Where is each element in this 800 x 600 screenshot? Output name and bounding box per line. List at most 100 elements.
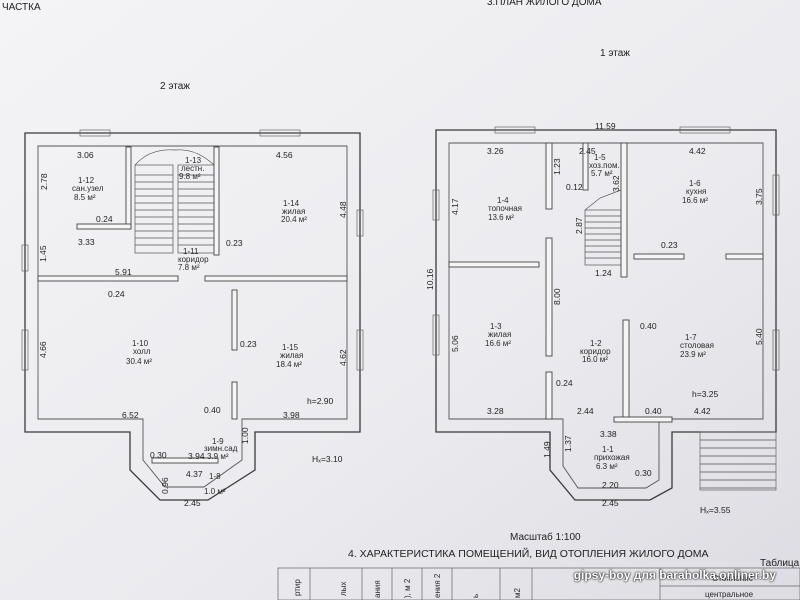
f1-dim: 3.75 [754, 188, 764, 205]
f2-partition [125, 146, 132, 230]
f1-dim: 8.00 [552, 288, 562, 305]
f1-staircase [584, 189, 622, 266]
room-1-12-area: 8.5 м² [74, 193, 96, 202]
table-label: Таблица [760, 557, 800, 569]
f1-window [432, 314, 440, 356]
room-1-10-id: 1-10 [132, 339, 149, 348]
f1-dim: 1.37 [563, 435, 573, 452]
section4-title: 4. ХАРАКТЕРИСТИКА ПОМЕЩЕНИЙ, ВИД ОТОПЛЕН… [348, 547, 709, 560]
f2-dim: 2.78 [39, 173, 49, 190]
f2-partition [204, 275, 348, 282]
room-1-13-area: 9.8 м² [179, 172, 201, 181]
room-1-1-id: 1-1 [602, 445, 614, 454]
f1-dim: 4.17 [450, 198, 460, 215]
room-1-8-area: 1.0 м² [204, 487, 226, 496]
room-1-7-name: столовая [680, 341, 714, 350]
f1-dim: 0.24 [556, 378, 573, 388]
table-header: ания [373, 580, 382, 598]
f1-dim: 0.40 [640, 321, 657, 331]
table-header: м2 [513, 588, 522, 599]
f1-partition [725, 253, 764, 260]
room-1-15-id: 1-15 [282, 343, 299, 352]
f2-dim: 2.45 [184, 498, 201, 508]
f1-dim: 2.45 [579, 146, 596, 156]
f1-partition [613, 416, 673, 423]
f1-dim: 0.23 [661, 240, 678, 250]
table-header: ь [471, 594, 480, 598]
scale-label: Масштаб 1:100 [510, 531, 581, 543]
room-1-1-area: 6.3 м² [596, 462, 618, 471]
f1-dim: 0.12 [566, 182, 583, 192]
room-1-6-id: 1-6 [689, 179, 701, 188]
f2-height: h=2.90 [307, 396, 334, 406]
f2-dim: 5.91 [115, 267, 132, 277]
f2-window [356, 209, 364, 237]
room-1-13-id: 1-13 [185, 156, 202, 165]
f2-dim: 0.23 [240, 339, 257, 349]
f2-dim: 0.30 [150, 450, 167, 460]
f2-dim: 4.37 [186, 469, 203, 479]
room-1-11-id: 1-11 [183, 247, 199, 256]
f2-dim: 3.94 [188, 451, 205, 461]
f1-partition [545, 142, 553, 210]
room-1-5-area: 5.7 м² [591, 169, 613, 178]
f2-window [356, 329, 364, 371]
room-1-7-id: 1-7 [685, 333, 697, 342]
f2-dim: 6.52 [122, 410, 139, 420]
f1-dim: 5.40 [754, 328, 764, 345]
f1-dim: 3.26 [487, 146, 504, 156]
room-1-3-area: 16.6 м² [485, 339, 511, 348]
f1-dim: 10.16 [425, 268, 435, 290]
room-1-2-id: 1-2 [590, 339, 602, 348]
f1-dim: 3.28 [487, 406, 504, 416]
f2-partition [231, 381, 238, 420]
f2-partition [213, 146, 220, 256]
room-1-11-name: коридор [178, 255, 209, 264]
f1-dim: 4.42 [694, 406, 711, 416]
room-1-10-area: 30.4 м² [126, 357, 152, 366]
f2-dim: 0.96 [160, 477, 170, 494]
floor2-plan: 1-12 сан.узел 8.5 м² 1-13 лестн. 9.8 м² … [21, 129, 364, 508]
f2-window [259, 129, 301, 137]
f2-partition [151, 457, 219, 464]
room-1-14-name: жилая [282, 207, 305, 216]
characteristics-table: ртир лых ания ), м 2 ения 2 ь м2 Отоплен… [277, 567, 800, 600]
header-top-right: 3.ПЛАН ЖИЛОГО ДОМА [487, 0, 602, 8]
table-cell-heating: центральное [705, 590, 754, 599]
floor2-inner-wall [37, 145, 348, 488]
table-header: ), м 2 [403, 578, 412, 598]
room-1-3-name: жилая [488, 330, 511, 339]
f1-dim: 2.87 [574, 217, 584, 234]
floor1-plan: 1-4 топочная 13.6 м² 1-5 хоз.пом. 5.7 м²… [425, 121, 780, 515]
room-1-4-name: топочная [488, 204, 522, 213]
table-header-heating: Отопление [712, 574, 754, 583]
f2-dim: 4.48 [338, 201, 348, 218]
room-1-12-name: сан.узел [72, 184, 104, 193]
room-1-15-area: 18.4 м² [276, 360, 302, 369]
f2-dim: 0.24 [96, 214, 113, 224]
room-1-7-area: 23.9 м² [680, 350, 706, 359]
room-1-6-name: кухня [686, 187, 706, 196]
f1-dim: 2.20 [602, 480, 619, 490]
f2-dim: 4.56 [276, 150, 293, 160]
f2-dim: 1.45 [38, 245, 48, 262]
room-1-2-name: коридор [580, 347, 611, 356]
f1-dim: 3.38 [600, 429, 617, 439]
f1-dim: 5.06 [450, 335, 460, 352]
f1-dim: 0.40 [645, 406, 662, 416]
f2-dim: 0.40 [204, 405, 221, 415]
f2-dim: 4.62 [338, 349, 348, 366]
room-1-1-name: прихожая [594, 453, 630, 462]
f1-partition [545, 371, 553, 420]
f2-dim: 0.24 [108, 289, 125, 299]
f1-partition [622, 319, 630, 420]
f2-dim: 0.23 [226, 238, 243, 248]
f1-partition [620, 142, 628, 278]
f1-partition [633, 253, 685, 260]
table-header: ртир [293, 579, 302, 596]
table-header: лых [339, 582, 348, 596]
room-1-9-name: зимн.сад [204, 444, 238, 453]
watermark-text: gipsy-boy для baraholka.onliner.by [573, 568, 776, 582]
f2-dim: 3.98 [283, 410, 300, 420]
